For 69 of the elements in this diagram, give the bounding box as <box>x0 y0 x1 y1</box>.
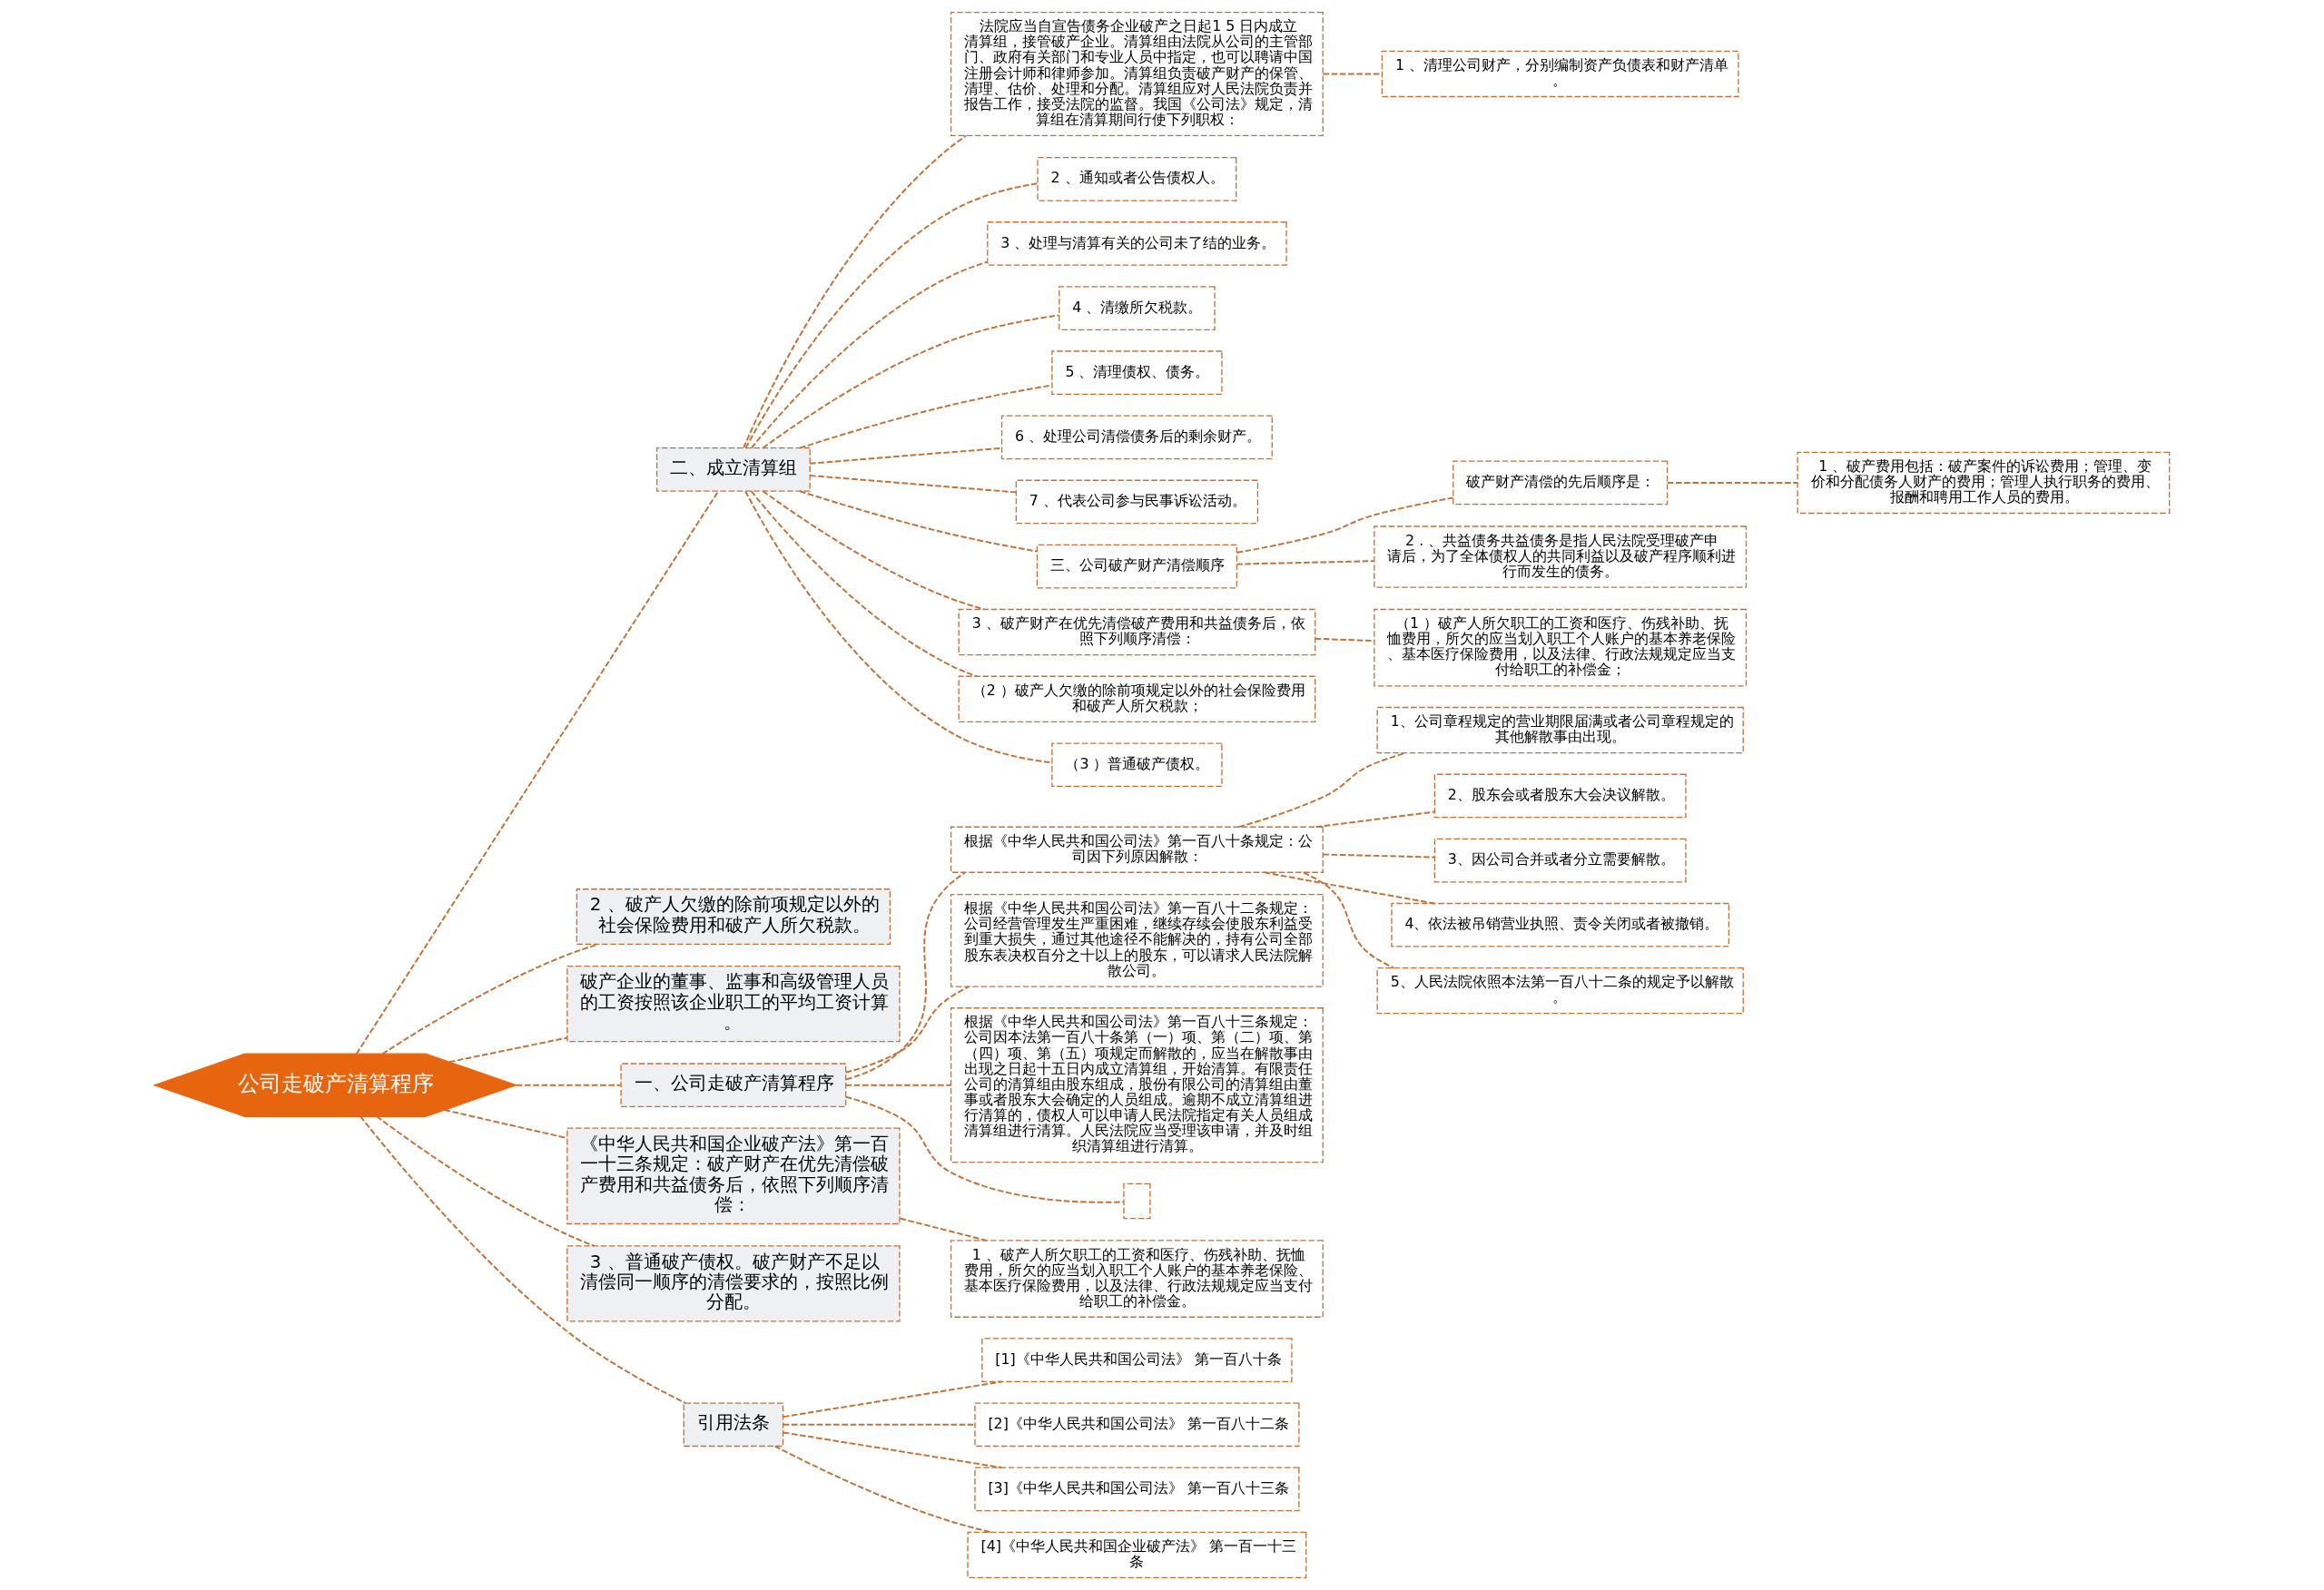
node-box: 二、成立清算组 <box>655 447 811 492</box>
connector <box>1302 871 1395 969</box>
node-box: 破产企业的董事、监事和高级管理人员的工资按照该企业职工的平均工资计算。 <box>566 966 901 1043</box>
node-box: 1 、破产费用包括：破产案件的诉讼费用；管理、变价和分配债务人财产的费用；管理人执行职务的费用、报酬和聘用工作人员的费用。 <box>1797 451 2171 515</box>
connector <box>750 490 978 678</box>
connector <box>773 1445 992 1534</box>
node-box: 三、公司破产财产清偿顺序 <box>1036 544 1238 589</box>
node-box: 根据《中华人民共和国公司法》第一百八十条规定：公司因下列原因解散： <box>950 826 1324 873</box>
node-box: 2 、通知或者公告债权人。 <box>1037 157 1237 201</box>
node-box: （3 ）普通破产债权。 <box>1051 742 1223 788</box>
node-box: 引用法条 <box>683 1402 784 1448</box>
connector <box>448 1036 568 1064</box>
node-box: 3 、处理与清算有关的公司未了结的业务。 <box>987 221 1287 266</box>
connector <box>1263 871 1435 905</box>
connector <box>782 1431 1003 1469</box>
connector <box>844 1095 1125 1203</box>
connector <box>515 1084 622 1086</box>
connector <box>359 1115 686 1404</box>
connector <box>1667 481 1799 484</box>
connector <box>762 314 1060 449</box>
connector <box>1237 751 1407 829</box>
connector <box>1236 496 1454 554</box>
node-box: 一、公司走破产清算程序 <box>620 1063 847 1108</box>
connector <box>762 490 986 611</box>
node-box: 根据《中华人民共和国公司法》第一百八十三条规定：公司因本法第一百八十条第（一）项、第（二）项、第（四）项、第（五）项规定而解散的，应当在解散事由出现之日起十五日内成立清算组，开始清算。有限责任公司的清算组由股东组成，股份有限公司的清算组由董事或者股东大会确定的人员组成。逾期不成立清算组进行清算的，债权人可以申请人民法院指定有关人员组成清算组进行清算。人民法院应当受理该申请，并及时组织清算组进行清算。 <box>950 1007 1324 1163</box>
node-box: 1 、破产人所欠职工的工资和医疗、伤残补助、抚恤费用，所欠的应当划入职工个人账户的基本养老保险、基本医疗保险费用，以及法律、行政法规规定应当支付给职工的补偿金。 <box>950 1240 1324 1318</box>
node-box: 4 、清缴所欠税款。 <box>1059 286 1216 330</box>
node-box: 2 . 、共益债务共益债务是指人民法院受理破产申请后，为了全体债权人的共同利益以及破产程序顺利进行而发生的债务。 <box>1374 525 1748 588</box>
connector <box>355 490 720 1055</box>
node-box: 1 、清理公司财产，分别编制资产负债表和财产清单。 <box>1381 50 1739 98</box>
connector <box>1322 853 1436 859</box>
node-box: 6 、处理公司清偿债务后的剩余财产。 <box>1000 415 1273 460</box>
node-box: 4、依法被吊销营业执照、责令关闭或者被撤销。 <box>1391 902 1730 947</box>
connector <box>844 986 970 1074</box>
node-box: [2]《中华人民共和国公司法》 第一百八十二条 <box>974 1402 1300 1448</box>
node-box: 3 、破产财产在优先清偿破产费用和共益债务后，依照下列顺序清偿： <box>958 608 1316 656</box>
node-box: [3]《中华人民共和国公司法》 第一百八十三条 <box>974 1467 1300 1512</box>
node-box: 7 、代表公司参与民事诉讼活动。 <box>1015 479 1259 525</box>
node-box: 破产财产清偿的先后顺序是： <box>1452 460 1669 505</box>
node-box: 5 、清理债权、债务。 <box>1051 350 1223 396</box>
node-box: 1、公司章程规定的营业期限届满或者公司章程规定的其他解散事由出现。 <box>1376 706 1744 754</box>
connector <box>799 490 1039 553</box>
node-box: 法院应当自宣告债务企业破产之日起1 5 日内成立清算组，接管破产企业。清算组由法院从公司的主管部门、政府有关部门和专业人员中指定，也可以聘请中国注册会计师和律师参加。清算组负责破产财产的保管、清理、估价、处理和分配。清算组应对人民法院负责并报告工作，接受法院的监督。我国《公司法》规定，清算组在清算期间行使下列职权： <box>950 11 1324 136</box>
node-box: 2 、破产人欠缴的除前项规定以外的社会保险费用和破产人所欠税款。 <box>576 888 891 945</box>
node-box: 3、因公司合并或者分立需要解散。 <box>1433 838 1687 883</box>
node-box: 3 、普通破产债权。破产财产不足以清偿同一顺序的清偿要求的，按照比例分配。 <box>566 1245 901 1322</box>
node-box: [1]《中华人民共和国公司法》 第一百八十条 <box>981 1338 1293 1383</box>
node-box: [4]《中华人民共和国企业破产法》 第一百一十三条 <box>967 1531 1307 1579</box>
node-box: 根据《中华人民共和国公司法》第一百八十二条规定：公司经营管理发生严重困难，继续存续会使股东利益受到重大损失，通过其他途径不能解决的，持有公司全部股东表决权百分之十以上的股东，可以请求人民法院解散公司。 <box>950 894 1324 987</box>
node-box: 2、股东会或者股东大会决议解散。 <box>1433 773 1687 819</box>
connector <box>844 1084 952 1086</box>
connector <box>1314 637 1375 643</box>
connector <box>782 1423 976 1426</box>
connector <box>799 384 1053 449</box>
connector <box>1236 560 1375 565</box>
connector <box>782 1380 1003 1418</box>
connector <box>744 182 1039 449</box>
connector <box>750 260 989 449</box>
node-box: （1 ）破产人所欠职工的工资和医疗、伤残补助、抚恤费用，所欠的应当划入职工个人账户的基本养老保险、基本医疗保险费用，以及法律、行政法规规定应当支付给职工的补偿金； <box>1374 608 1748 687</box>
connector <box>376 1115 596 1247</box>
connector <box>845 871 966 1081</box>
node-box <box>1123 1183 1151 1220</box>
node-box: （2 ）破产人欠缴的除前项规定以外的社会保险费用和破产人所欠税款； <box>958 675 1316 722</box>
node-box: 5、人民法院依照本法第一百八十二条的规定予以解散。 <box>1376 967 1744 1015</box>
connector <box>743 134 968 449</box>
node-box: 《中华人民共和国企业破产法》第一百一十三条规定：破产财产在优先清偿破产费用和共益债务后，依照下列顺序清偿： <box>566 1127 901 1225</box>
connector <box>899 1217 988 1242</box>
connector <box>1315 810 1436 829</box>
connector <box>809 475 1018 494</box>
